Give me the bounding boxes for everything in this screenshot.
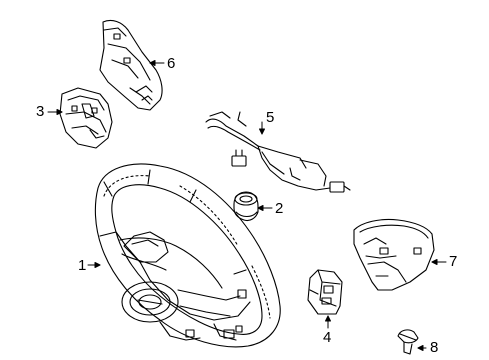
part-1-steering-wheel [94,163,281,348]
part-3-switch-module [59,87,113,149]
part-7-lower-cover [353,218,435,291]
callout-2: 2 [275,200,284,217]
part-8-clip [397,329,419,355]
callout-1: 1 [78,257,87,274]
callout-7: 7 [449,253,458,270]
part-4-small-switch [307,269,343,315]
part-5-wiring-harness [205,111,351,193]
callout-8: 8 [430,339,439,356]
callout-3: 3 [36,103,45,120]
callout-4: 4 [323,329,332,346]
leader-lines [47,60,447,351]
callout-5: 5 [266,109,275,126]
callout-6: 6 [167,55,176,72]
part-6-cover-panel [99,19,163,111]
